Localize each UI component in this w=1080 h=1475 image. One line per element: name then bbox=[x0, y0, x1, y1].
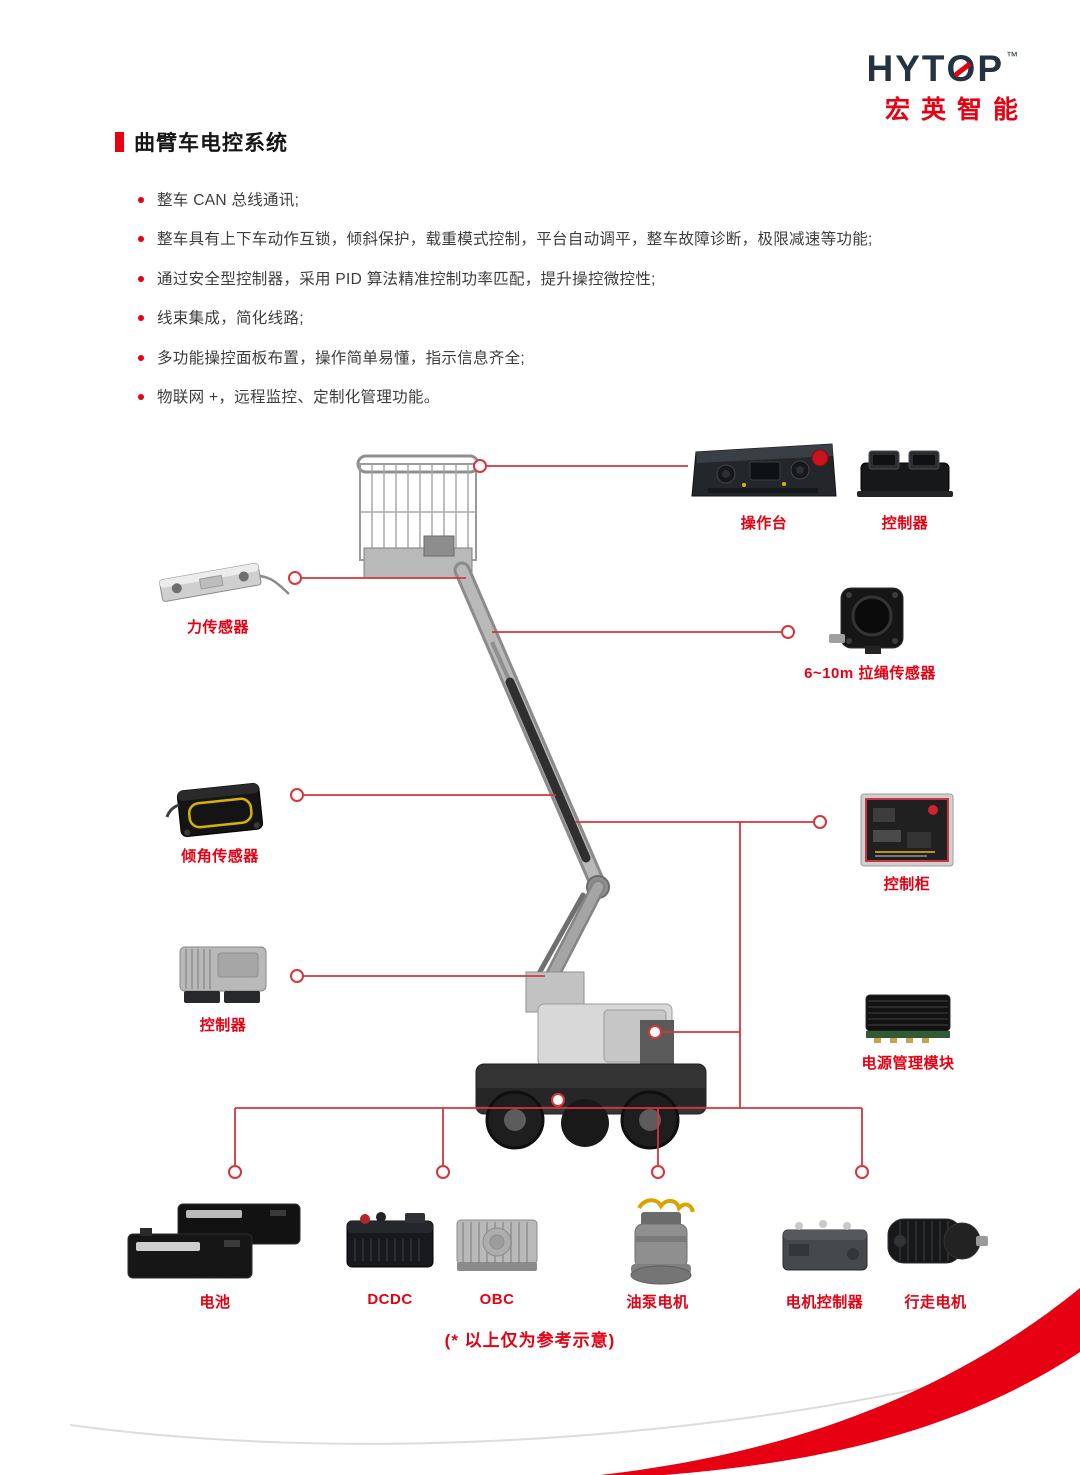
operator-console-label: 操作台 bbox=[740, 515, 788, 532]
feature-item: 物联网 +，远程监控、定制化管理功能。 bbox=[138, 387, 1008, 409]
controller-left-photo bbox=[168, 935, 278, 1013]
logo-subbrand: 宏英智能 bbox=[884, 96, 1029, 124]
logo-prefix: HYT bbox=[866, 48, 947, 89]
force-sensor-label: 力传感器 bbox=[186, 619, 249, 636]
feature-text: 通过安全型控制器，采用 PID 算法精准控制功率匹配，提升操控微控性; bbox=[157, 270, 656, 288]
reference-note: (* 以上仅为参考示意) bbox=[444, 1331, 616, 1350]
callout-nodes bbox=[228, 459, 869, 1179]
power-module-label: 电源管理模块 bbox=[861, 1055, 955, 1072]
feature-item: 整车 CAN 总线通讯; bbox=[138, 190, 1008, 212]
controller-top-label: 控制器 bbox=[881, 515, 929, 532]
section-title: 曲臂车电控系统 bbox=[115, 127, 288, 157]
draw-wire-sensor-label: 6~10m 拉绳传感器 bbox=[804, 665, 936, 682]
force-sensor-photo bbox=[148, 540, 293, 610]
logo-suffix: P bbox=[977, 48, 1004, 89]
feature-item: 整车具有上下车动作互锁，倾斜保护，载重模式控制，平台自动调平，整车故障诊断，极限… bbox=[138, 229, 1008, 251]
logo-o-mark: O bbox=[946, 48, 978, 89]
dcdc-label: DCDC bbox=[367, 1291, 413, 1308]
feature-text: 整车具有上下车动作互锁，倾斜保护，载重模式控制，平台自动调平，整车故障诊断，极限… bbox=[157, 231, 873, 249]
feature-item: 多功能操控面板布置，操作简单易懂，指示信息齐全; bbox=[138, 348, 1008, 370]
bullet-dot bbox=[138, 275, 144, 282]
title-accent-bar bbox=[115, 132, 124, 152]
controller-left-label: 控制器 bbox=[199, 1017, 247, 1034]
logo-text: HYTOP bbox=[867, 48, 1004, 89]
obc-photo bbox=[445, 1210, 550, 1280]
travel-motor-photo bbox=[880, 1205, 990, 1277]
callout-lines bbox=[234, 465, 863, 1166]
trademark-symbol: ™ bbox=[1006, 49, 1018, 63]
feature-item: 线束集成，简化线路; bbox=[138, 308, 1008, 330]
battery-photo bbox=[120, 1198, 310, 1286]
motor-controller-label: 电机控制器 bbox=[785, 1294, 864, 1311]
system-diagram: 操作台 控制器 力传感器 bbox=[0, 420, 1080, 1320]
power-module-photo bbox=[858, 985, 958, 1051]
operator-console-photo bbox=[688, 430, 840, 510]
travel-motor-label: 行走电机 bbox=[904, 1294, 967, 1311]
feature-text: 多功能操控面板布置，操作简单易懂，指示信息齐全; bbox=[157, 349, 526, 367]
tilt-sensor-label: 倾角传感器 bbox=[181, 848, 259, 865]
obc-label: OBC bbox=[479, 1291, 515, 1308]
feature-item: 通过安全型控制器，采用 PID 算法精准控制功率匹配，提升操控微控性; bbox=[138, 269, 1008, 291]
bullet-dot bbox=[138, 354, 144, 361]
bullet-dot bbox=[138, 197, 144, 203]
draw-wire-sensor-photo bbox=[825, 582, 915, 657]
battery-label: 电池 bbox=[199, 1294, 231, 1311]
control-cabinet-label: 控制柜 bbox=[883, 876, 931, 893]
bullet-dot bbox=[138, 394, 144, 401]
red-swoosh bbox=[600, 1288, 1080, 1475]
control-cabinet-photo bbox=[855, 790, 960, 872]
bullet-dot bbox=[138, 236, 144, 243]
boom-lift-machine bbox=[356, 454, 707, 1150]
dcdc-photo bbox=[335, 1205, 445, 1281]
feature-list: 整车 CAN 总线通讯; 整车具有上下车动作互锁，倾斜保护，载重模式控制，平台自… bbox=[138, 190, 1008, 427]
bullet-dot bbox=[138, 315, 144, 322]
motor-controller-photo bbox=[775, 1212, 875, 1278]
pump-motor-photo bbox=[605, 1192, 710, 1287]
feature-text: 物联网 +，远程监控、定制化管理功能。 bbox=[157, 389, 440, 407]
page-title: 曲臂车电控系统 bbox=[134, 132, 288, 155]
feature-text: 线束集成，简化线路; bbox=[157, 310, 304, 328]
pump-motor-label: 油泵电机 bbox=[626, 1294, 689, 1311]
gray-curve bbox=[69, 1369, 1006, 1445]
decorative-curves bbox=[69, 1288, 1080, 1475]
feature-text: 整车 CAN 总线通讯; bbox=[157, 192, 300, 209]
boom-lift-illustration-and-callout-lines bbox=[228, 454, 869, 1179]
tilt-sensor-photo bbox=[165, 765, 275, 845]
controller-top-photo bbox=[855, 443, 955, 505]
